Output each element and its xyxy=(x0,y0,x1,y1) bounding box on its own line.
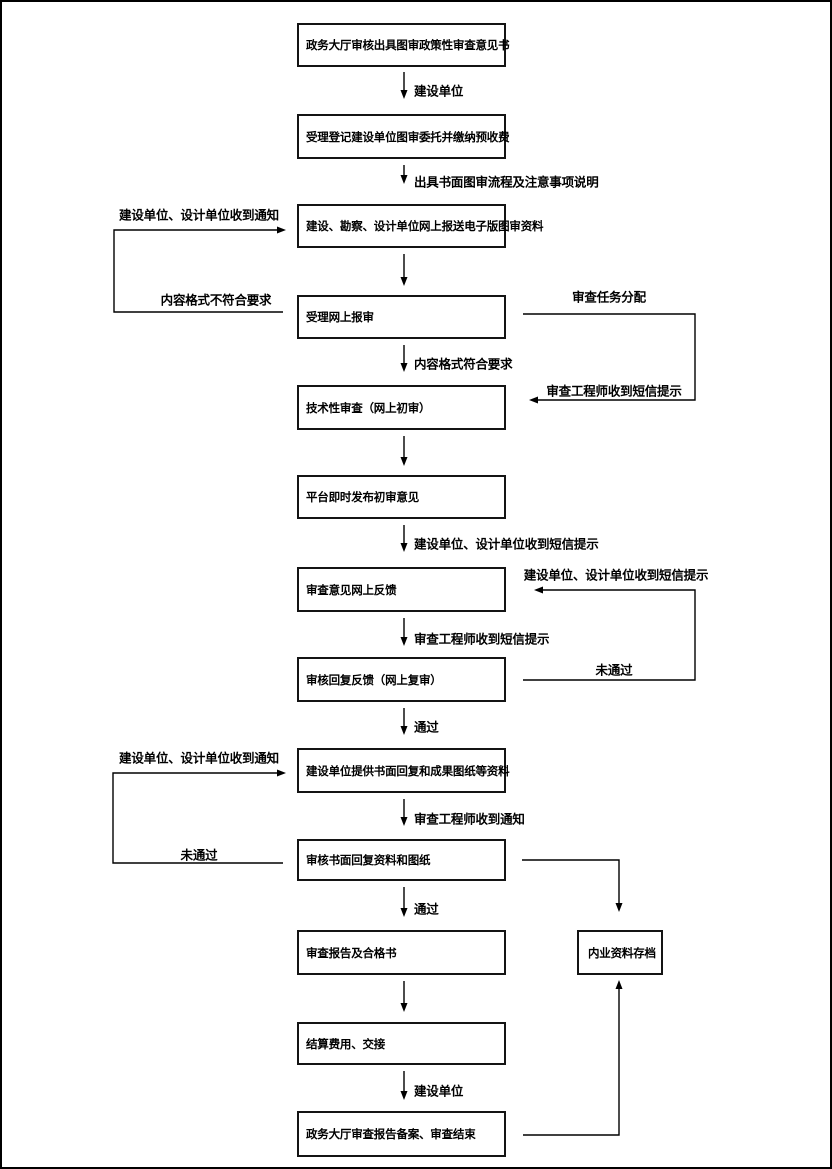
edge-check-to-archive xyxy=(522,859,623,912)
edge-label-pass-1: 通过 xyxy=(414,719,439,735)
edge-recheck-to-written xyxy=(400,708,408,735)
edge-technical-to-publish xyxy=(400,436,408,466)
loop-left-b-notice-label: 建设单位、设计单位收到通知 xyxy=(119,750,279,766)
loop-left-b-line xyxy=(112,769,286,864)
edge-label-format-ok: 内容格式符合要求 xyxy=(414,356,513,372)
edge-label-written-process-note: 出具书面图审流程及注意事项说明 xyxy=(414,174,599,190)
loop-right-b-line xyxy=(523,586,696,681)
edge-written-to-check xyxy=(400,799,408,826)
edge-publish-to-feedback xyxy=(400,525,408,552)
node-settle-fees-handover: 结算费用、交接 xyxy=(297,1022,506,1065)
edge-label-construction-unit-1: 建设单位 xyxy=(414,83,464,99)
node-report-filing-end: 政务大厅审查报告备案、审查结束 xyxy=(297,1111,506,1157)
node-reply-recheck: 审核回复反馈（网上复审） xyxy=(297,657,506,702)
edge-label-construction-unit-2: 建设单位 xyxy=(414,1083,464,1099)
edge-policy-to-register xyxy=(400,72,408,99)
node-written-reply-materials: 建设单位提供书面回复和成果图纸等资料 xyxy=(297,748,510,793)
loop-right-a-sms-engineer-label: 审查工程师收到短信提示 xyxy=(546,383,682,399)
loop-right-a-task-assign-label: 审查任务分配 xyxy=(572,289,646,305)
loop-left-a-format-bad-label: 内容格式不符合要求 xyxy=(160,292,272,308)
node-technical-review: 技术性审查（网上初审） xyxy=(297,385,506,430)
edge-report-to-settle xyxy=(400,981,408,1012)
node-accept-online-review: 受理网上报审 xyxy=(297,295,506,339)
loop-left-b-fail-label: 未通过 xyxy=(180,847,218,863)
loop-right-b-fail-label: 未通过 xyxy=(595,662,633,678)
edge-filing-to-archive xyxy=(523,980,623,1136)
edge-label-notice-to-engineer: 审查工程师收到通知 xyxy=(414,811,525,827)
node-publish-initial-opinion: 平台即时发布初审意见 xyxy=(297,475,506,519)
node-report-certificate: 审查报告及合格书 xyxy=(297,930,506,975)
edge-accept-to-technical xyxy=(400,345,408,372)
loop-left-a-notice-label: 建设单位、设计单位收到通知 xyxy=(119,207,279,223)
loop-left-a-line xyxy=(113,226,286,313)
edge-label-sms-to-engineer: 审查工程师收到短信提示 xyxy=(414,631,550,647)
edge-submission-to-accept xyxy=(400,254,408,286)
edge-feedback-to-recheck xyxy=(400,618,408,646)
node-register-commission: 受理登记建设单位图审委托并缴纳预收费 xyxy=(297,114,510,159)
edge-settle-to-filing xyxy=(400,1071,408,1100)
loop-right-a-line xyxy=(523,313,696,404)
edge-label-pass-2: 通过 xyxy=(414,901,439,917)
node-check-written-reply: 审核书面回复资料和图纸 xyxy=(297,839,506,881)
edge-register-to-submission xyxy=(400,165,408,184)
edge-check-to-report xyxy=(400,887,408,917)
node-internal-archive: 内业资料存档 xyxy=(577,930,663,975)
loop-right-b-sms-units-label: 建设单位、设计单位收到短信提示 xyxy=(523,567,709,583)
node-opinion-feedback: 审查意见网上反馈 xyxy=(297,567,506,612)
node-policy-opinion: 政务大厅审核出具图审政策性审查意见书 xyxy=(297,23,510,67)
node-online-submission: 建设、勘察、设计单位网上报送电子版图审资料 xyxy=(297,204,544,248)
edge-label-sms-to-units: 建设单位、设计单位收到短信提示 xyxy=(414,536,599,552)
